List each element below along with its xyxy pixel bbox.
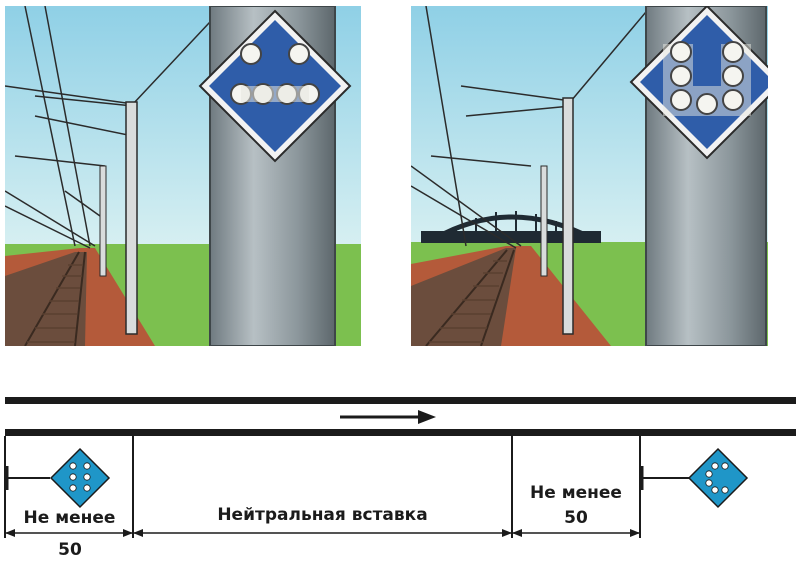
sleepers (429, 260, 507, 343)
scene-right-drawing (411, 6, 768, 346)
catenary-mast-far (540, 165, 548, 277)
right-distance-value: 50 (564, 508, 588, 528)
scene-left-drawing (5, 6, 361, 346)
dimension-arrowheads (5, 529, 640, 537)
catenary-mast (125, 101, 138, 335)
direction-arrow-icon (340, 410, 436, 424)
raise-pantograph-sign-icon (687, 447, 749, 509)
neutral-section-diagram (4, 397, 796, 538)
illustration-lower-pantograph (5, 6, 361, 346)
left-distance-value: 50 (58, 540, 82, 560)
contact-wire-top (5, 397, 796, 404)
catenary-structure (5, 6, 226, 249)
sleepers (27, 264, 83, 343)
raise-pantograph-sign-icon (629, 6, 768, 160)
rails (24, 251, 86, 346)
catenary-mast-far (99, 165, 107, 277)
left-distance-label: Не менее (23, 508, 116, 528)
left-sign-marker (5, 447, 111, 509)
contact-wire-bottom (5, 429, 796, 436)
neutral-section-label: Нейтральная вставка (217, 505, 428, 525)
catenary-mast (562, 97, 574, 335)
lower-pantograph-sign-icon (49, 447, 111, 509)
catenary-structure (411, 6, 652, 249)
right-sign-marker (640, 447, 749, 509)
right-distance-label: Не менее (530, 483, 622, 503)
section-boundaries (4, 436, 641, 538)
illustration-raise-pantograph (411, 6, 768, 346)
lower-pantograph-sign-icon (198, 9, 352, 163)
rails (425, 249, 515, 346)
